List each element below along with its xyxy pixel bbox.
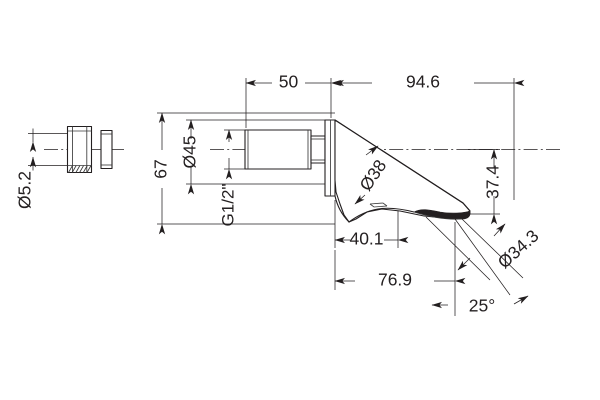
dimension-76-9: 76.9	[334, 222, 466, 316]
wall-flange	[324, 119, 336, 197]
dimension-37-4: 37.4	[468, 148, 503, 225]
dimension-nozzle-diameter-text: Ø34.3	[494, 226, 543, 273]
dimension-angle-25-text: 25°	[469, 296, 495, 316]
dimension-40-1-text: 40.1	[349, 229, 383, 249]
nut-detail-group: Ø5.2	[15, 125, 124, 209]
threaded-inlet-pipe	[244, 129, 326, 170]
tapered-spout-body	[334, 119, 471, 223]
dimension-angle-25: 25°	[431, 218, 529, 316]
dimension-flange-diameter-text: Ø45	[180, 135, 200, 168]
dimension-nozzle-diameter: Ø34.3	[425, 216, 543, 281]
spout-nozzle-outlet	[413, 202, 471, 220]
dimension-nut-diameter-text: Ø5.2	[15, 171, 35, 209]
dimension-67-text: 67	[151, 159, 171, 178]
dimension-thread-text: G1/2"	[218, 184, 237, 227]
dimension-50-text: 50	[279, 72, 299, 92]
spout-assembly	[210, 119, 560, 223]
dimension-thread: G1/2"	[218, 129, 245, 227]
dimension-flange-diameter: Ø45	[180, 119, 325, 195]
dimension-37-4-text: 37.4	[483, 165, 503, 199]
dimension-94-6-text: 94.6	[406, 72, 440, 92]
dimension-40-1: 40.1	[334, 200, 409, 249]
dimension-nut-diameter: Ø5.2	[15, 128, 68, 209]
dimension-50: 50	[245, 72, 342, 128]
dimension-67: 67	[151, 112, 335, 235]
hex-nut	[66, 125, 93, 174]
washer	[100, 129, 113, 170]
dimension-76-9-text: 76.9	[378, 270, 412, 290]
dimension-94-6: 94.6	[333, 72, 525, 200]
